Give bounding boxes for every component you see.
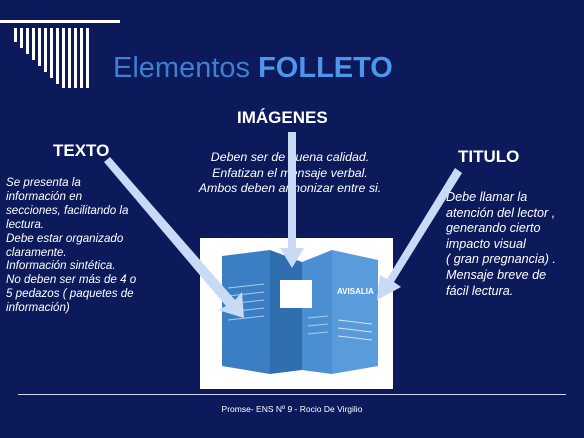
title-strong: FOLLETO	[258, 52, 393, 84]
titulo-line: generando cierto	[446, 221, 541, 236]
text-line: Debe estar organizado	[6, 231, 124, 245]
images-line: Ambos deben armonizar entre si.	[198, 181, 382, 195]
titulo-line: fácil lectura.	[446, 283, 514, 298]
titulo-body: Debe llamar la atención del lector , gen…	[446, 190, 584, 299]
titulo-line: Debe llamar la	[446, 190, 528, 204]
text-line: claramente.	[6, 245, 67, 259]
footer-text: Promse- ENS Nº 9 - Rocio De Virgilio	[221, 404, 363, 414]
images-line: Deben ser de buena calidad.	[210, 150, 370, 164]
footer-divider	[18, 394, 566, 395]
titulo-heading: TITULO	[458, 147, 520, 166]
text-line: información)	[6, 301, 70, 315]
text-line: 5 pedazos ( paquetes de	[6, 287, 134, 301]
slide-title: Elementos FOLLETO	[113, 52, 393, 85]
brochure-image: AVISALIA	[200, 238, 393, 389]
text-line: No deben ser más de 4 o	[6, 273, 137, 287]
text-line: Información sintética.	[6, 259, 116, 273]
title-prefix: Elementos	[113, 52, 251, 84]
titulo-line: impacto visual	[446, 236, 526, 251]
titulo-line: atención del lector ,	[446, 205, 556, 220]
decorative-stripes	[0, 20, 120, 88]
text-line: secciones, facilitando la	[6, 203, 129, 217]
titulo-line: ( gran pregnancia) .	[446, 252, 556, 267]
text-line: Se presenta la	[6, 176, 81, 189]
images-line: Enfatizan el mensaje verbal.	[212, 165, 368, 180]
text-line: lectura.	[6, 217, 45, 231]
titulo-line: Mensaje breve de	[446, 268, 547, 283]
text-line: información en	[6, 189, 83, 203]
text-body: Se presenta la información en secciones,…	[6, 176, 158, 315]
brochure-label: AVISALIA	[337, 287, 374, 296]
images-body: Deben ser de buena calidad. Enfatizan el…	[180, 150, 400, 197]
text-heading: TEXTO	[53, 141, 110, 160]
images-heading: IMÁGENES	[237, 108, 328, 127]
